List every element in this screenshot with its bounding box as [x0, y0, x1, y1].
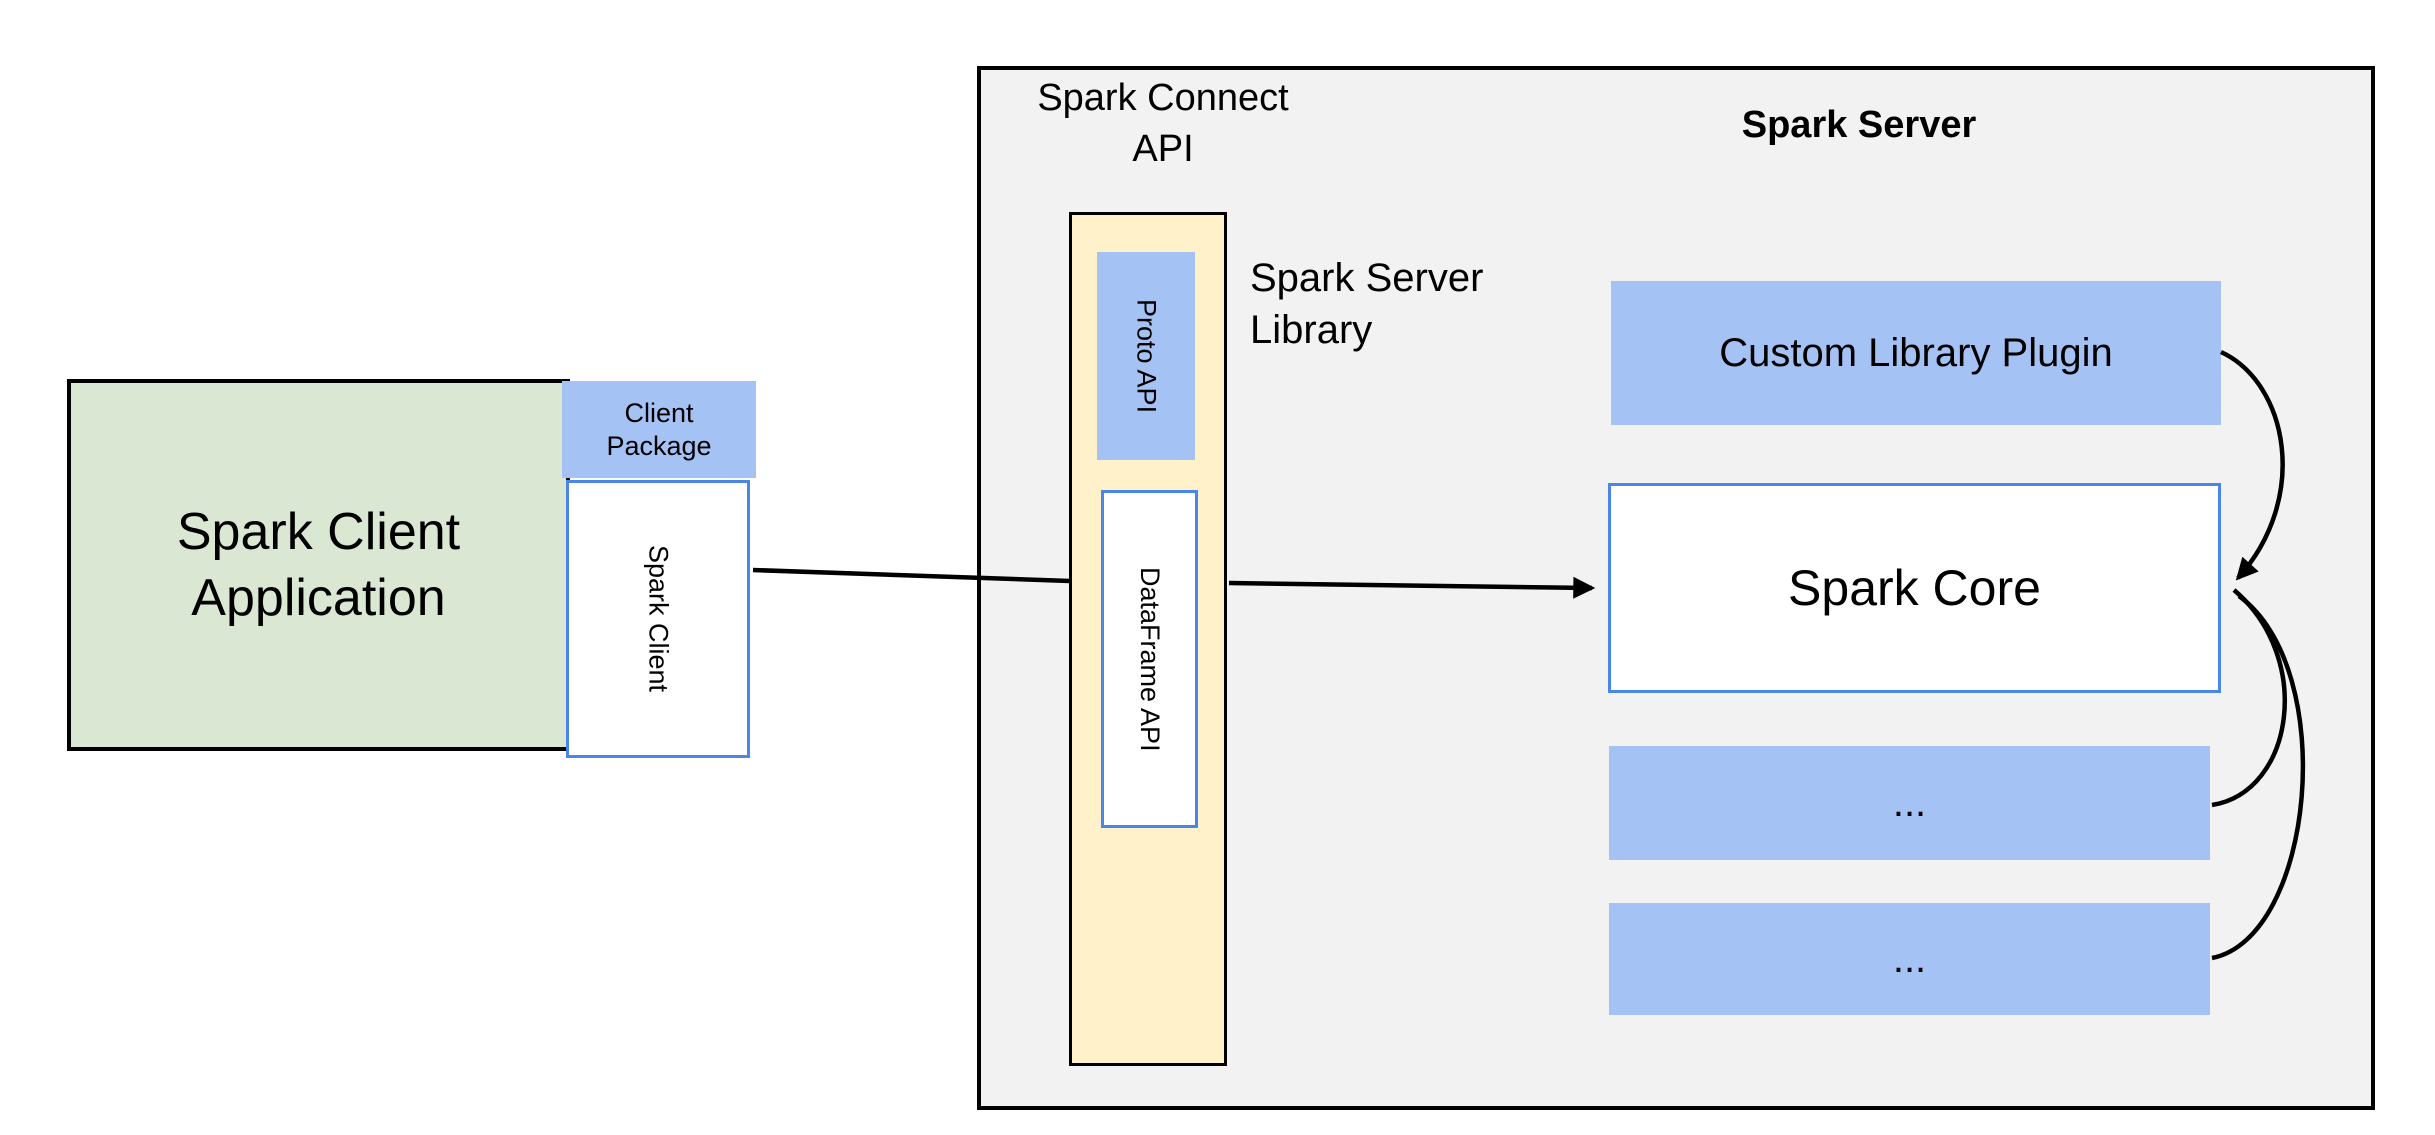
spark-client-application-label: Spark Client Application	[177, 499, 460, 631]
client-package-box: Client Package	[562, 381, 756, 478]
spark-connect-api-title: Spark Connect API	[987, 73, 1339, 175]
spark-client-application-label-line1: Spark Client	[176, 503, 461, 561]
spark-core-label: Spark Core	[1788, 560, 2041, 616]
spark-connect-api-title-line2: API	[1132, 128, 1194, 170]
client-package-label: Client Package	[606, 397, 711, 463]
ellipsis-box-2: ...	[1609, 903, 2210, 1015]
spark-client-box: Spark Client	[566, 480, 750, 758]
spark-client-label: Spark Client	[643, 545, 674, 693]
ellipsis-label-1: ...	[1892, 780, 1927, 825]
spark-server-library-caption-line2: Library	[1250, 308, 1373, 352]
spark-server-library-caption: Spark Server Library	[1250, 252, 1550, 356]
spark-client-application-label-line2: Application	[191, 569, 446, 627]
spark-server-title: Spark Server	[1741, 104, 1977, 146]
custom-library-plugin-label: Custom Library Plugin	[1719, 330, 2113, 375]
dataframe-api-label: DataFrame API	[1135, 566, 1165, 752]
proto-api-label: Proto API	[1131, 298, 1162, 414]
dataframe-api-box: DataFrame API	[1101, 490, 1198, 828]
spark-client-application-box: Spark Client Application	[67, 379, 570, 751]
proto-api-box: Proto API	[1097, 252, 1195, 460]
ellipsis-label-2: ...	[1892, 936, 1927, 981]
spark-connect-api-title-line1: Spark Connect	[1037, 77, 1289, 119]
spark-server-library-caption-line1: Spark Server	[1250, 256, 1484, 300]
client-package-label-line2: Package	[606, 430, 712, 461]
ellipsis-box-1: ...	[1609, 746, 2210, 860]
custom-library-plugin-box: Custom Library Plugin	[1611, 281, 2221, 425]
spark-core-box: Spark Core	[1608, 483, 2221, 693]
client-package-label-line1: Client	[624, 397, 694, 428]
